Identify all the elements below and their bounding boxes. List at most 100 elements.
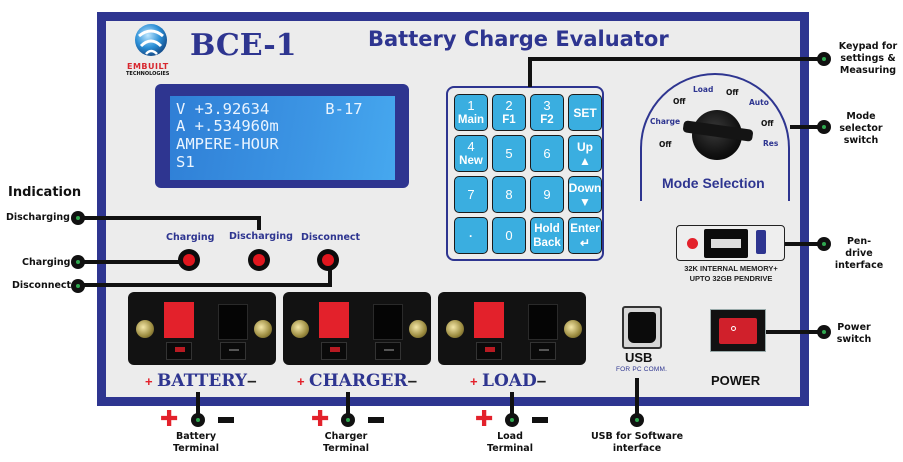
callout-dot-icon <box>505 413 519 427</box>
load-terminal-block[interactable] <box>438 292 586 365</box>
battery-terminal-label: + BATTERY– <box>145 371 257 391</box>
pendrive-led <box>687 238 698 249</box>
led-discharging <box>248 249 270 271</box>
lcd-display: V +3.92634 B-17 A +.534960m AMPERE-HOUR … <box>170 96 395 180</box>
lcd-line-2: A +.534960m <box>176 117 279 135</box>
callout-line <box>766 330 820 334</box>
minus-icon <box>368 417 384 423</box>
key-set[interactable]: SET <box>568 94 602 131</box>
charger-terminal-block[interactable] <box>283 292 431 365</box>
mode-pos-res: Res <box>763 139 779 148</box>
mode-pos-off-1: Off <box>659 140 672 149</box>
slot-positive <box>321 342 347 360</box>
model-name: BCE-1 <box>190 28 297 63</box>
battery-terminal-block[interactable] <box>128 292 276 365</box>
usb-label: USB <box>625 350 653 365</box>
callout-line <box>785 242 820 246</box>
mode-selector-frame <box>640 73 790 201</box>
usb-b-port[interactable] <box>622 306 662 349</box>
callout-load-terminal: Load Terminal <box>487 431 533 454</box>
callout-disconnect: Disconnect <box>12 280 72 291</box>
battery-positive-clip[interactable] <box>164 302 194 338</box>
callout-dot-icon <box>191 413 205 427</box>
callout-battery-terminal: Battery Terminal <box>173 431 219 454</box>
callout-power: Power switch <box>836 322 872 345</box>
screw-icon <box>136 320 154 338</box>
led-label-charging: Charging <box>166 232 215 243</box>
key-dot[interactable]: · <box>454 217 488 254</box>
logo-subtitle: TECHNOLOGIES <box>126 71 170 77</box>
battery-negative-clip[interactable] <box>218 304 248 340</box>
charger-terminal-label: + CHARGER– <box>297 371 418 391</box>
screw-icon <box>291 320 309 338</box>
callout-usb-software: USB for Software interface <box>590 431 684 454</box>
indication-heading: Indication <box>8 185 82 200</box>
power-label: POWER <box>711 373 761 388</box>
callout-dot-icon <box>817 120 831 134</box>
slot-negative <box>220 342 246 360</box>
load-positive-clip[interactable] <box>474 302 504 338</box>
key-9[interactable]: 9 <box>530 176 564 213</box>
pendrive-usb-port[interactable] <box>704 229 748 258</box>
key-down[interactable]: Down▼ <box>568 176 602 213</box>
plus-icon: ✚ <box>311 407 330 432</box>
key-enter[interactable]: Enter↵ <box>568 217 602 254</box>
callout-dot-icon <box>817 237 831 251</box>
callout-charging: Charging <box>22 257 71 268</box>
load-terminal-label: + LOAD– <box>470 371 547 391</box>
mode-pos-charge: Charge <box>650 117 681 126</box>
charger-positive-clip[interactable] <box>319 302 349 338</box>
lcd-line-4: S1 <box>176 153 195 171</box>
callout-dot-icon <box>341 413 355 427</box>
slot-negative <box>530 342 556 360</box>
mode-pos-auto: Auto <box>749 98 769 107</box>
callout-line <box>528 57 820 61</box>
enter-arrow-icon: ↵ <box>579 235 591 250</box>
key-7[interactable]: 7 <box>454 176 488 213</box>
mode-pos-off-4: Off <box>761 119 774 128</box>
mode-pos-load: Load <box>693 85 714 94</box>
screw-icon <box>254 320 272 338</box>
led-disconnect <box>317 249 339 271</box>
slot-positive <box>476 342 502 360</box>
power-switch[interactable] <box>710 309 766 352</box>
pendrive-icon <box>756 230 766 254</box>
power-symbol-icon <box>731 326 736 331</box>
callout-mode: Mode selector switch <box>839 111 883 146</box>
callout-pendrive: Pen-drive interface <box>834 236 884 271</box>
callout-line <box>328 270 332 287</box>
charger-negative-clip[interactable] <box>373 304 403 340</box>
mode-pos-off-2: Off <box>673 97 686 106</box>
device-title: Battery Charge Evaluator <box>368 27 669 51</box>
load-negative-clip[interactable] <box>528 304 558 340</box>
plus-icon: ✚ <box>160 407 179 432</box>
callout-dot-icon <box>71 255 85 269</box>
callout-keypad: Keypad for settings & Measuring <box>838 41 898 76</box>
minus-icon <box>218 417 234 423</box>
key-6[interactable]: 6 <box>530 135 564 172</box>
callout-discharging: Discharging <box>6 212 70 223</box>
key-5[interactable]: 5 <box>492 135 526 172</box>
key-up[interactable]: Up▲ <box>568 135 602 172</box>
callout-line <box>635 378 639 416</box>
screw-icon <box>564 320 582 338</box>
usb-sublabel: FOR PC COMM. <box>616 366 668 373</box>
down-arrow-icon: ▼ <box>579 194 591 209</box>
key-8[interactable]: 8 <box>492 176 526 213</box>
callout-line <box>257 216 261 230</box>
callout-dot-icon <box>71 279 85 293</box>
minus-icon <box>532 417 548 423</box>
globe-logo-icon <box>135 24 167 56</box>
pendrive-caption: 32K INTERNAL MEMORY+ UPTO 32GB PENDRIVE <box>684 264 778 283</box>
callout-dot-icon <box>71 211 85 225</box>
key-0[interactable]: 0 <box>492 217 526 254</box>
lcd-line-1: V +3.92634 B-17 <box>176 100 363 118</box>
callout-line <box>84 283 332 287</box>
slot-positive <box>166 342 192 360</box>
